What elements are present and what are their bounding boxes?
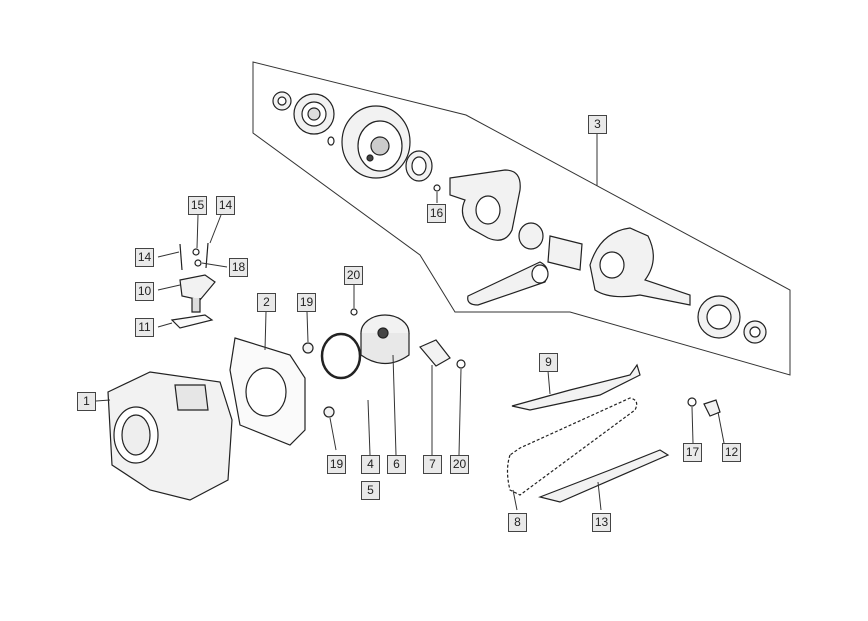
callout-9[interactable]: 9 — [539, 353, 558, 372]
callout-13[interactable]: 13 — [592, 513, 611, 532]
callout-4[interactable]: 4 — [361, 455, 380, 474]
crankshaft-right-half — [589, 227, 691, 306]
timing-chain — [506, 397, 638, 496]
washer — [192, 248, 200, 256]
callout-19-lower[interactable]: 19 — [327, 455, 346, 474]
bushing — [518, 222, 544, 250]
callout-16[interactable]: 16 — [427, 204, 446, 223]
tensioner-body — [179, 274, 216, 301]
tensioner-gasket — [170, 314, 214, 329]
callout-18[interactable]: 18 — [229, 258, 248, 277]
callout-14-left[interactable]: 14 — [135, 248, 154, 267]
callout-3[interactable]: 3 — [588, 115, 607, 134]
dowel-pin-upper — [302, 342, 314, 354]
circlip-top — [350, 308, 358, 316]
leader-lines — [95, 134, 725, 511]
callout-14-top[interactable]: 14 — [216, 196, 235, 215]
callout-10[interactable]: 10 — [135, 282, 154, 301]
oil-seal — [327, 136, 335, 146]
chain-guide-lower — [538, 449, 670, 503]
crankshaft-assembly — [272, 91, 767, 344]
crank-pin — [547, 235, 583, 271]
callout-1[interactable]: 1 — [77, 392, 96, 411]
callout-11[interactable]: 11 — [135, 318, 154, 337]
connecting-rod — [467, 261, 549, 306]
crankshaft-group-outline — [252, 61, 791, 376]
callout-20-lower[interactable]: 20 — [450, 455, 469, 474]
callout-20-upper[interactable]: 20 — [344, 266, 363, 285]
callout-8[interactable]: 8 — [508, 513, 527, 532]
callout-2[interactable]: 2 — [257, 293, 276, 312]
tensioner-bolt — [703, 399, 721, 417]
callout-6[interactable]: 6 — [387, 455, 406, 474]
callout-7[interactable]: 7 — [423, 455, 442, 474]
piston-ring-set — [320, 332, 362, 380]
callout-17[interactable]: 17 — [683, 443, 702, 462]
tensioner-washer — [194, 259, 202, 267]
callout-15[interactable]: 15 — [188, 196, 207, 215]
circlip-right — [456, 359, 466, 369]
key-pin — [433, 184, 441, 192]
piston-pin — [419, 339, 451, 367]
callout-12[interactable]: 12 — [722, 443, 741, 462]
callout-5[interactable]: 5 — [361, 481, 380, 500]
tensioner-seal — [687, 397, 697, 407]
dowel-pin-lower — [323, 406, 335, 418]
chain-guide-upper — [511, 363, 641, 411]
callout-19-upper[interactable]: 19 — [297, 293, 316, 312]
bolt-left — [179, 243, 183, 271]
